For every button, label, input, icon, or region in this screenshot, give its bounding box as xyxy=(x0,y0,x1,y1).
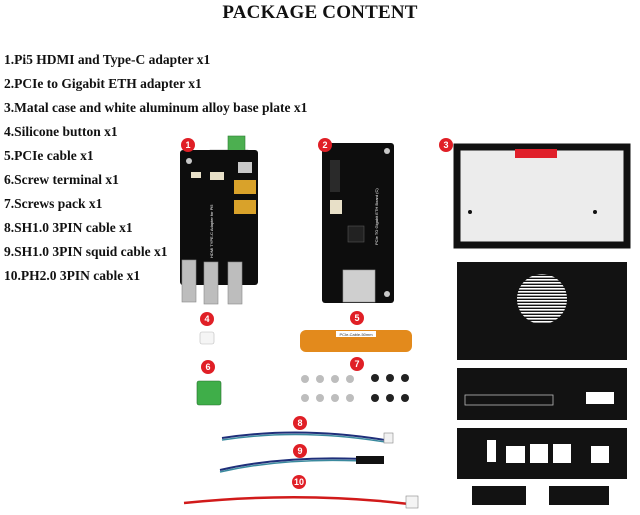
badge-10: 10 xyxy=(292,475,306,489)
board2-label: PCIe TO Gigabit ETH Board (C) xyxy=(374,188,379,245)
badge-8: 8 xyxy=(293,416,307,430)
screw-terminal xyxy=(196,380,222,406)
pcie-eth-adapter-board: PCIe TO Gigabit ETH Board (C) xyxy=(322,143,394,303)
hdmi-typec-adapter-board: HDMI TYPE-C Adapter for Pi5 xyxy=(180,135,258,305)
sh1-3pin-squid-cable xyxy=(219,456,384,473)
board1-label: HDMI TYPE-C Adapter for Pi5 xyxy=(209,204,214,258)
list-item: 10.PH2.0 3PIN cable x1 xyxy=(4,268,141,283)
list-item: 1.Pi5 HDMI and Type-C adapter x1 xyxy=(4,52,211,67)
list-item: 3.Matal case and white aluminum alloy ba… xyxy=(4,100,308,115)
badge-5: 5 xyxy=(350,311,364,325)
ph2-3pin-cable xyxy=(183,495,419,509)
silicone-button xyxy=(199,331,215,345)
badge-7: 7 xyxy=(350,357,364,371)
metal-case xyxy=(453,143,631,505)
badge-4: 4 xyxy=(200,312,214,326)
badge-2: 2 xyxy=(318,138,332,152)
pcie-cable: PCIe-Cable-50mm xyxy=(300,330,412,352)
badge-1: 1 xyxy=(181,138,195,152)
page-title: PACKAGE CONTENT xyxy=(222,2,418,23)
sh1-3pin-cable xyxy=(221,431,394,444)
badge-3: 3 xyxy=(439,138,453,152)
screws-pack xyxy=(301,374,409,402)
list-item: 7.Screws pack x1 xyxy=(4,196,103,211)
list-item: 6.Screw terminal x1 xyxy=(4,172,119,187)
list-item: 9.SH1.0 3PIN squid cable x1 xyxy=(4,244,168,259)
pcie-cable-label: PCIe-Cable-50mm xyxy=(339,332,373,337)
list-item: 5.PCIe cable x1 xyxy=(4,148,94,163)
list-item: 8.SH1.0 3PIN cable x1 xyxy=(4,220,133,235)
list-item: 4.Silicone button x1 xyxy=(4,124,118,139)
list-item: 2.PCIe to Gigabit ETH adapter x1 xyxy=(4,76,202,91)
package-list: 1.Pi5 HDMI and Type-C adapter x1 2.PCIe … xyxy=(4,48,307,288)
badge-6: 6 xyxy=(201,360,215,374)
badge-9: 9 xyxy=(293,444,307,458)
